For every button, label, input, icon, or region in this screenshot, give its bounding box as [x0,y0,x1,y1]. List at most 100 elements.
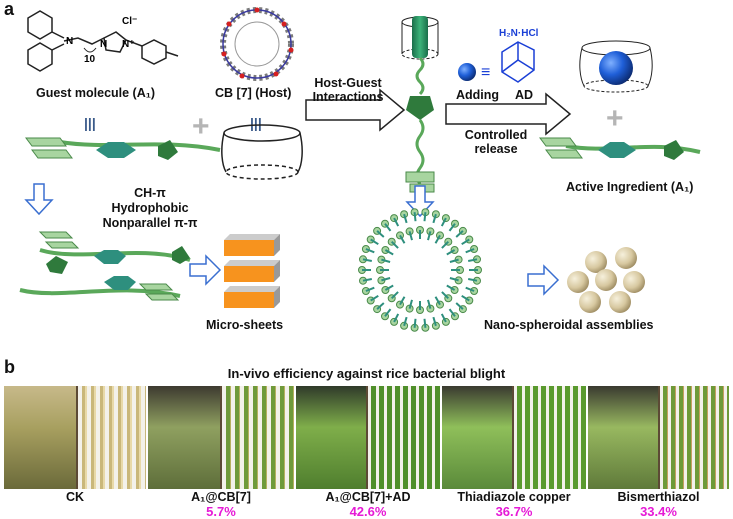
vesicle-tail [370,238,379,246]
vesicle-tail [384,223,392,232]
vesicle-tail [427,299,432,309]
vesicle-tail [376,230,385,238]
down-arrow-left [24,183,54,216]
triple-bar-2: ||| [250,115,262,131]
right-arrow-sheets [189,254,222,286]
vesicle-tail [403,316,408,327]
interactions-list: CH-π Hydrophobic Nonparallel π-π [70,186,230,231]
vesicle-tail [376,302,385,310]
equals-sign: ≡ [481,64,490,81]
chem-cl-text: Cl⁻ [122,16,137,27]
vesicle-tail [465,286,475,292]
vesicle-tail [384,284,394,291]
ad-label: AD [515,88,534,102]
host-guest-label: Host-Guest Interactions [308,76,388,104]
controlled-line2: release [474,142,518,156]
vesicle-tail [432,213,437,224]
vesicle-tail [448,308,456,317]
vesicle-tail [432,316,437,327]
vesicle-tail [455,302,464,310]
treatment-label-ck: CK [65,490,85,504]
plus-sign-2: + [606,102,624,135]
host-guest-arrow [305,88,406,132]
panel-a-letter: a [4,0,15,19]
host-label: CB [7] (Host) [215,86,292,100]
panel-b-title: In-vivo efficiency against rice bacteria… [227,366,506,381]
vesicle-tail [449,258,459,263]
vesicle-tail [449,277,459,282]
efficiency-thiadiazole: 36.7% [495,504,533,519]
vesicle-tail [384,308,392,317]
efficiency-a1-cb7-ad: 42.6% [349,504,387,519]
vesicle-tail [461,238,470,246]
cb7-barrel-icon [221,124,303,180]
vesicle-tail [441,291,450,300]
efficiency-bismerthiazol: 33.4% [640,504,677,519]
vesicle-tail [413,318,417,328]
vesicle-tail [423,318,427,328]
vesicle-tail [365,248,375,254]
micro-sheets-icon [224,234,280,308]
vesicle-tail [393,217,400,227]
plus-sign-1: + [192,110,210,143]
triple-bar-1: ||| [84,115,96,131]
h2n-hcl-text: H₂N·HCl [499,28,539,39]
active-ingredient-label: Active Ingredient (A₁) [566,180,694,194]
vesicle-tail [423,212,427,222]
treatment-label-thiadiazole: Thiadiazole copper [457,490,571,504]
efficiency-a1-cb7: 5.7% [206,504,236,519]
adamantane-icon [501,41,535,83]
vesicle-tail [390,240,399,249]
vesicle-tail [468,278,478,282]
vesicle-tail [399,296,406,306]
nonparallel-label: Nonparallel π-π [102,216,198,230]
vesicle-tail [381,277,391,282]
ad-ball-icon [458,63,476,81]
chem-10-text: 10 [84,54,96,65]
vesicle-tail [365,286,375,292]
active-cartoon [539,137,701,160]
ch-pi-label: CH-π [134,186,166,200]
nano-spheres-icon [567,247,645,313]
adding-label: Adding [456,88,500,102]
photo-bismerthiazol [588,386,729,489]
vesicle-tail [403,213,408,224]
vesicle-icon [358,208,482,332]
treatment-label-bismerthiazol: Bismerthiazol [617,490,700,504]
vesicle-tail [399,234,406,244]
vesicle-tail [468,258,478,262]
micro-sheets-label: Micro-sheets [206,318,284,332]
vesicle-tail [362,258,372,262]
vesicle-tail [393,313,400,323]
controlled-line1: Controlled [464,128,528,142]
vesicle-tail [434,296,441,306]
treatment-label-a1-cb7-ad: A₁@CB[7]+AD [325,490,411,504]
nano-spheroidal-label: Nano-spheroidal assemblies [484,318,654,332]
aggregated-guests [19,231,191,301]
photo-ck [4,386,146,489]
vesicle-tail [448,223,456,232]
vesicle-tail [446,284,456,291]
hydrophobic-label: Hydrophobic [111,201,189,215]
vesicle-tail [413,212,417,222]
released-cb7-icon [579,40,653,93]
vesicle-tail [440,313,447,323]
host-guest-line2: Interactions [312,90,384,104]
vesicle-tail [434,234,441,244]
vesicle-tail [384,249,394,256]
vesicle-tail [427,231,432,241]
host-guest-line1: Host-Guest [314,76,382,90]
photo-a1-cb7 [148,386,294,489]
panel-a-diagram: N N N⁺ 10 Cl⁻ ||| ||| + [19,7,701,332]
vesicle-tail [465,248,475,254]
vesicle-tail [362,278,372,282]
vesicle-tail [390,291,399,300]
vesicle-tail [440,217,447,227]
panel-b-letter: b [4,357,15,377]
controlled-release-label: Controlled release [456,128,536,156]
photo-thiadiazole-copper [442,386,586,489]
release-arrow [445,92,572,136]
photo-a1-cb7-ad [296,386,440,489]
vesicle-tail [370,294,379,302]
chem-n1-text: N [66,36,73,47]
